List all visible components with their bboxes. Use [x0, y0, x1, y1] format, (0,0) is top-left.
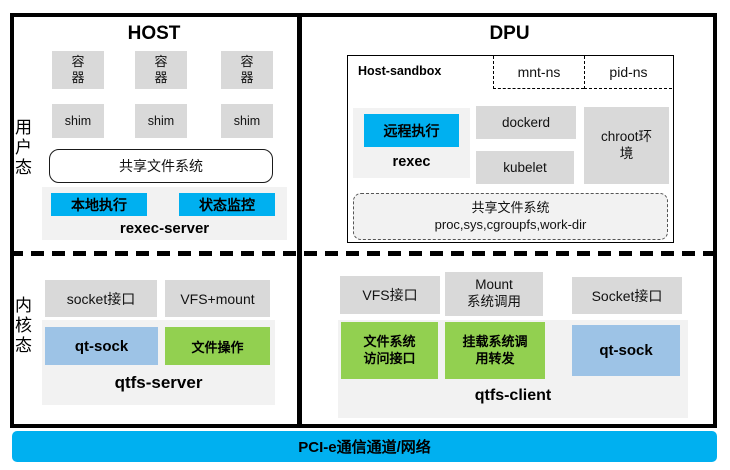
host-dpu-divider: [297, 13, 302, 428]
vfs-if-box: VFS接口: [340, 276, 440, 314]
mount-syscall-box: Mount 系统调用: [445, 272, 543, 316]
fs-access-if-box: 文件系统 访问接口: [341, 322, 438, 379]
host-sandbox-label: Host-sandbox: [358, 64, 442, 78]
container-box-1: 容 器: [52, 51, 104, 89]
shim-box-3: shim: [221, 104, 273, 138]
mnt-ns-box: mnt-ns: [493, 56, 584, 89]
host-sandbox-box: Host-sandbox mnt-ns pid-ns 远程执行 rexec do…: [347, 55, 674, 243]
qtfs-client-label: qtfs-client: [474, 387, 552, 404]
remote-exec-box: 远程执行: [364, 114, 459, 147]
rexec-label: rexec: [392, 154, 431, 170]
container-box-2: 容 器: [135, 51, 187, 89]
rexec-server-label: rexec-server: [119, 220, 210, 237]
qt-sock-client-box: qt-sock: [572, 325, 680, 376]
pcie-channel-bar: PCI-e通信通道/网络: [12, 431, 717, 462]
shim-box-2: shim: [135, 104, 187, 138]
rexec-server-panel: 本地执行 状态监控 rexec-server: [42, 187, 287, 240]
user-kernel-dashed-separator: [10, 251, 717, 256]
dpu-shared-fs-box: 共享文件系统 proc,sys,cgroupfs,work-dir: [353, 193, 668, 240]
chroot-env-box: chroot环 境: [584, 107, 669, 184]
shim-box-1: shim: [52, 104, 104, 138]
rexec-panel: 远程执行 rexec: [353, 108, 470, 178]
file-ops-box: 文件操作: [165, 327, 270, 365]
qt-sock-server-box: qt-sock: [45, 327, 158, 365]
status-monitor-box: 状态监控: [179, 193, 275, 216]
kubelet-box: kubelet: [476, 151, 574, 184]
outer-frame: [10, 13, 717, 428]
socket-if-box: socket接口: [45, 280, 157, 317]
pid-ns-box: pid-ns: [584, 56, 672, 89]
user-mode-label: 用户态: [12, 118, 31, 178]
kernel-mode-label: 内核态: [12, 296, 31, 356]
dockerd-box: dockerd: [476, 106, 576, 139]
qtfs-server-panel: qt-sock 文件操作 qtfs-server: [42, 320, 275, 405]
socket-if-dpu-box: Socket接口: [572, 277, 682, 314]
qtfs-server-label: qtfs-server: [114, 373, 203, 392]
host-shared-fs-box: 共享文件系统: [49, 149, 273, 183]
host-title: HOST: [127, 23, 181, 44]
mount-forward-box: 挂载系统调 用转发: [445, 322, 545, 379]
vfs-mount-box: VFS+mount: [165, 280, 270, 317]
dpu-title: DPU: [489, 23, 530, 44]
qtfs-client-panel: 文件系统 访问接口 挂载系统调 用转发 qt-sock qtfs-client: [338, 320, 688, 418]
local-exec-box: 本地执行: [51, 193, 147, 216]
container-box-3: 容 器: [221, 51, 273, 89]
